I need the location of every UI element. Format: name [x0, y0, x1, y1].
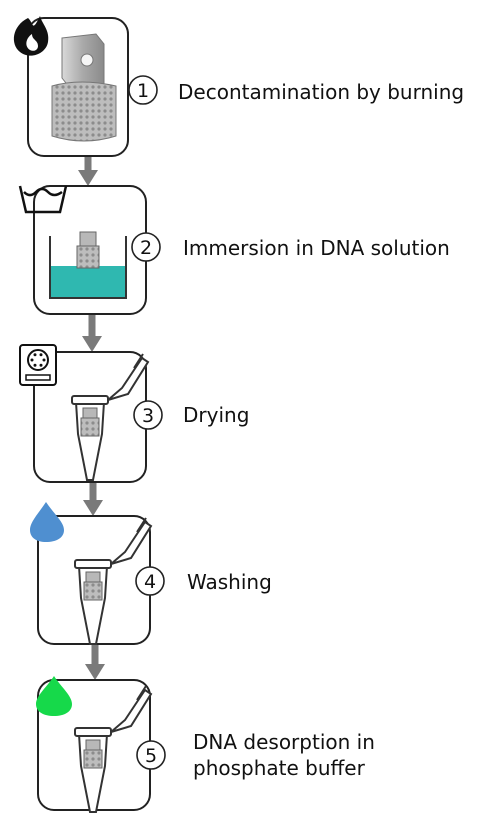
step-4-number-circle [135, 566, 165, 596]
green-drop-icon [36, 676, 72, 716]
water-bath-icon [18, 185, 68, 214]
step-4-tube-rim [74, 559, 112, 569]
dna-solution [51, 266, 125, 297]
step-5-tube-lid [110, 688, 153, 733]
blue-drop-icon [30, 502, 64, 542]
step-2-number-circle [131, 232, 161, 262]
step-3-number-circle [133, 400, 163, 430]
step-3-lid-tab [133, 353, 144, 369]
step-1-number-circle [128, 75, 158, 105]
immersed-part-head [79, 231, 97, 247]
part-hole [80, 53, 94, 67]
part-knurled-body [51, 81, 117, 142]
step-4-number: 4 [144, 571, 156, 593]
step-5-label-line: DNA desorption in [193, 730, 375, 754]
step-4-part-head [85, 571, 101, 583]
step-2: 2 Immersion in DNA solution [18, 185, 450, 315]
step-3-part-head [82, 407, 98, 419]
step-5-tube-rim [74, 727, 112, 737]
step-1: 1 Decontamination by burning [13, 16, 464, 157]
beaker [49, 236, 127, 299]
arrow-head [83, 500, 103, 516]
step-4-lid-tab [136, 517, 147, 533]
arrow-head [85, 664, 105, 680]
step-4-tube-lid [110, 520, 153, 565]
flame-icon [13, 16, 49, 56]
step-4: 4 Washing [30, 502, 272, 645]
arrow-head [82, 336, 102, 352]
step-3-label-line: Drying [183, 403, 249, 427]
step-3-tube-rim [71, 395, 109, 405]
incubator-icon [19, 344, 57, 386]
step-1-label-line: Decontamination by burning [178, 80, 464, 104]
step-3-number: 3 [142, 405, 154, 427]
step-1-number: 1 [137, 80, 149, 102]
step-4-part-body [83, 581, 103, 601]
step-5-part-head [85, 739, 101, 751]
step-3-tube-lid [107, 356, 150, 401]
step-2-label-line: Immersion in DNA solution [183, 236, 450, 260]
step-5-number-circle [136, 740, 166, 770]
flow-arrows [78, 156, 105, 680]
arrow-head [78, 170, 98, 186]
step-3-part-body [80, 417, 100, 437]
step-5-number: 5 [145, 745, 157, 767]
step-4-label-line: Washing [187, 570, 272, 594]
step-3: 3 Drying [19, 344, 249, 483]
immersed-part-body [76, 245, 100, 269]
step-5-part-body [83, 749, 103, 769]
step-2-number: 2 [140, 237, 152, 259]
step-5-lid-tab [136, 685, 147, 701]
step-5-label-line: phosphate buffer [193, 756, 366, 780]
